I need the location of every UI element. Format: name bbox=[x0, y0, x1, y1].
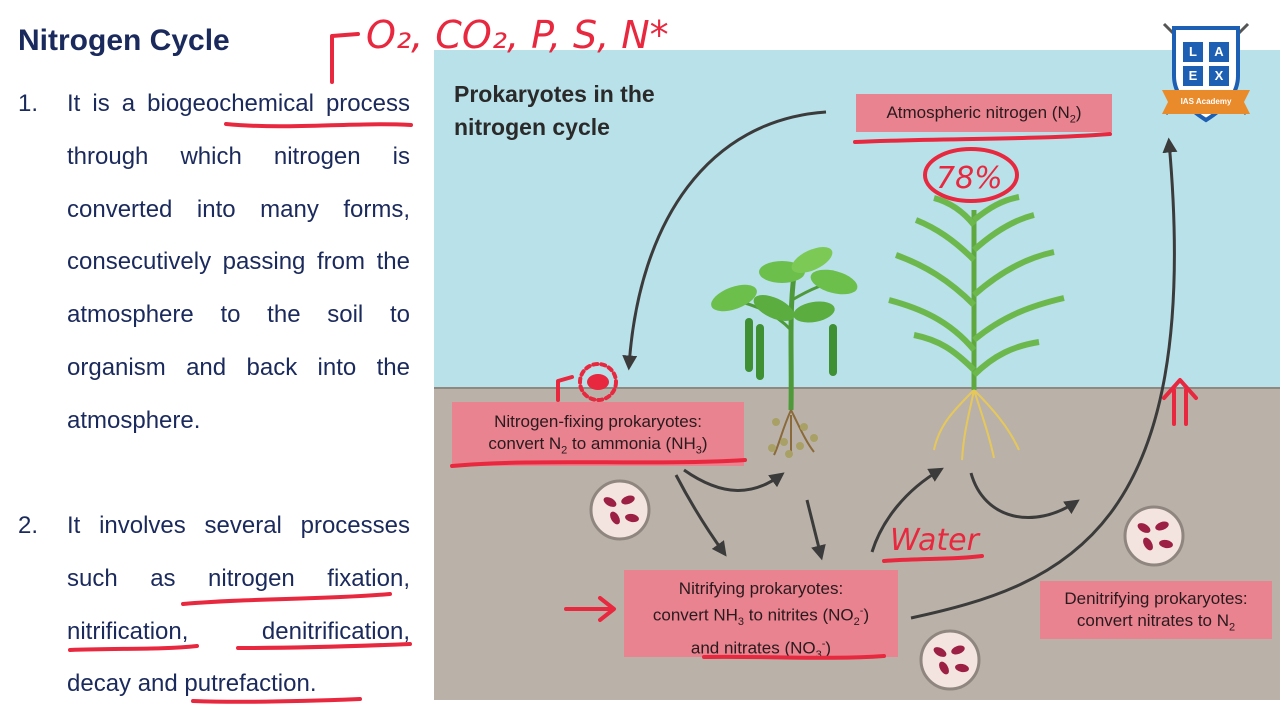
logo-letter-l: L bbox=[1183, 42, 1203, 62]
gases-bracket bbox=[330, 32, 360, 84]
denitrifying-label: Denitrifying prokaryotes: convert nitrat… bbox=[1040, 581, 1272, 639]
process-arrows bbox=[622, 110, 1178, 620]
point-2-number: 2. bbox=[18, 512, 39, 539]
legume-plant bbox=[711, 247, 858, 458]
logo-letter-a: A bbox=[1209, 42, 1229, 62]
slide-title: Nitrogen Cycle bbox=[18, 24, 230, 57]
nitrogen-cycle-diagram: Prokaryotes in the nitrogen cycle Atmosp… bbox=[434, 50, 1280, 700]
term-denitrification: denitrification bbox=[261, 617, 404, 645]
logo-ribbon: IAS Academy bbox=[1180, 97, 1232, 106]
bacteria-icon-1 bbox=[589, 479, 651, 541]
point-1-text: It is a biogeochemical process through w… bbox=[67, 90, 410, 434]
point-1: 1. It is a biogeochemical process throug… bbox=[18, 78, 410, 448]
logo-letter-x: X bbox=[1209, 66, 1229, 86]
grass-plant bbox=[888, 194, 1065, 461]
bacteria-icon-3 bbox=[919, 629, 981, 691]
term-biogeochemical: biogeochemical bbox=[147, 90, 314, 117]
point-2: 2. It involves several processes such as… bbox=[18, 500, 410, 711]
bacteria-icon-2 bbox=[1123, 505, 1185, 567]
logo-letter-e: E bbox=[1183, 66, 1203, 86]
point-2-text: It involves several processes such as ni… bbox=[67, 512, 410, 698]
term-putrefaction: putrefaction bbox=[184, 670, 310, 698]
point-1-number: 1. bbox=[18, 90, 39, 117]
term-nitrogen-fixation: nitrogen fixation bbox=[208, 564, 404, 592]
laex-logo: L A E X IAS Academy bbox=[1158, 14, 1254, 126]
nitrifying-label: Nitrifying prokaryotes: convert NH3 to n… bbox=[624, 570, 898, 661]
atmospheric-nitrogen-label: Atmospheric nitrogen (N2) bbox=[856, 94, 1112, 132]
nitrogen-fixing-label: Nitrogen-fixing prokaryotes: convert N2 … bbox=[452, 402, 744, 466]
term-nitrification: nitrification bbox=[67, 617, 182, 645]
diagram-title: Prokaryotes in the nitrogen cycle bbox=[454, 81, 655, 140]
